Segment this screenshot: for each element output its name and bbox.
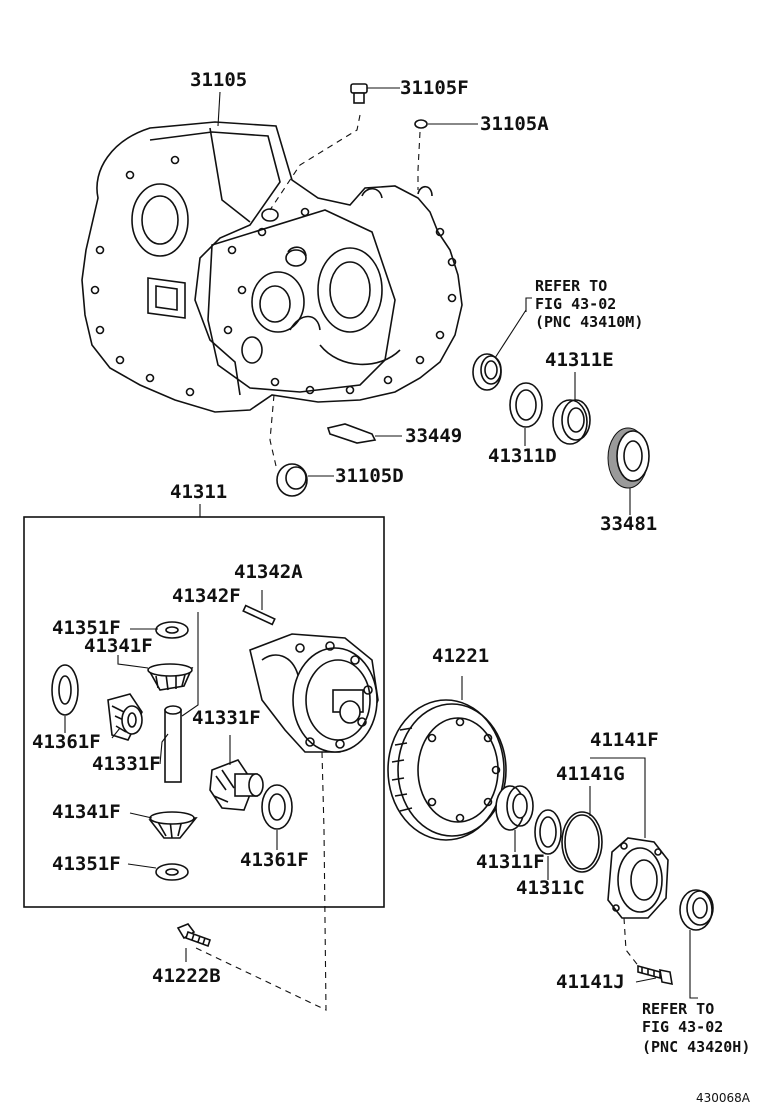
bearing-retainer-41141F: [607, 837, 669, 919]
label-41331F-left: 41331F: [92, 753, 161, 775]
label-41141G: 41141G: [556, 763, 625, 785]
refer-top-line3: (PNC 43410M): [535, 313, 643, 331]
oil-seal-refer-top: [472, 353, 502, 391]
label-41351F-top: 41351F: [52, 617, 121, 639]
bolt-41222B: [176, 923, 212, 948]
label-33449: 33449: [405, 425, 462, 447]
oil-seal-33481: [607, 427, 650, 489]
pinion-shaft-41342F: [164, 705, 182, 783]
label-31105D: 31105D: [335, 465, 404, 487]
transaxle-housing: [81, 121, 463, 413]
label-41351F-bottom: 41351F: [52, 853, 121, 875]
housing-pin-31105A: [414, 119, 428, 129]
leader-lines: [64, 87, 698, 999]
label-41311F: 41311F: [476, 851, 545, 873]
oil-seal-refer-bottom: [679, 889, 714, 931]
label-41222B: 41222B: [152, 965, 221, 987]
oil-seal-31105D: [276, 463, 308, 497]
shim-41311D: [509, 382, 543, 428]
pinion-pin-41342A: [242, 604, 276, 626]
refer-top-line1: REFER TO: [535, 277, 607, 295]
side-gear-41331F-left: [107, 693, 143, 741]
refer-bottom-line2: FIG 43-02: [642, 1018, 723, 1036]
label-31105F: 31105F: [400, 77, 469, 99]
label-41311E: 41311E: [545, 349, 614, 371]
label-41361F-right: 41361F: [240, 849, 309, 871]
refer-bottom-line3: (PNC 43420H): [642, 1038, 750, 1056]
label-41311D: 41311D: [488, 445, 557, 467]
label-31105: 31105: [190, 69, 247, 91]
label-41341F-top: 41341F: [84, 635, 153, 657]
refer-top-line2: FIG 43-02: [535, 295, 616, 313]
housing-plug-31105F: [350, 83, 368, 104]
part-labels: 31105 31105F 31105A 33449 31105D 41311 4…: [32, 69, 751, 1105]
label-41141F: 41141F: [590, 729, 659, 751]
shim-41311C: [534, 809, 562, 855]
label-41311-top: 41311: [170, 481, 227, 503]
label-41361F-left: 41361F: [32, 731, 101, 753]
washer-41351F-bottom: [155, 863, 189, 881]
label-41341F-bottom: 41341F: [52, 801, 121, 823]
washer-41351F-top: [155, 621, 189, 639]
label-41141J: 41141J: [556, 971, 625, 993]
label-41342F: 41342F: [172, 585, 241, 607]
ring-gear-41221: [387, 699, 507, 841]
label-31105A: 31105A: [480, 113, 549, 135]
refer-bottom-line1: REFER TO: [642, 1000, 714, 1018]
label-41342A: 41342A: [234, 561, 303, 583]
bearing-41311F: [495, 785, 534, 831]
side-gear-41331F-right: [209, 759, 264, 811]
label-41311C: 41311C: [516, 877, 585, 899]
washer-41361F-left: [51, 664, 79, 716]
pinion-gear-41341F-bottom: [148, 811, 198, 839]
label-33481: 33481: [600, 513, 657, 535]
label-41331F-mid: 41331F: [192, 707, 261, 729]
washer-41361F-right: [261, 784, 293, 830]
bolt-41141J: [637, 964, 673, 986]
dashed-assembly-lines: [195, 114, 641, 1011]
o-ring-41141G: [561, 811, 603, 873]
differential-assembly-box: [23, 516, 385, 908]
magnet-33449: [326, 423, 377, 444]
figure-code: 430068A: [696, 1091, 751, 1105]
bearing-race-41311E: [552, 399, 591, 445]
pinion-gear-41341F-top: [147, 663, 194, 691]
label-41221: 41221: [432, 645, 489, 667]
differential-case: [249, 633, 379, 753]
